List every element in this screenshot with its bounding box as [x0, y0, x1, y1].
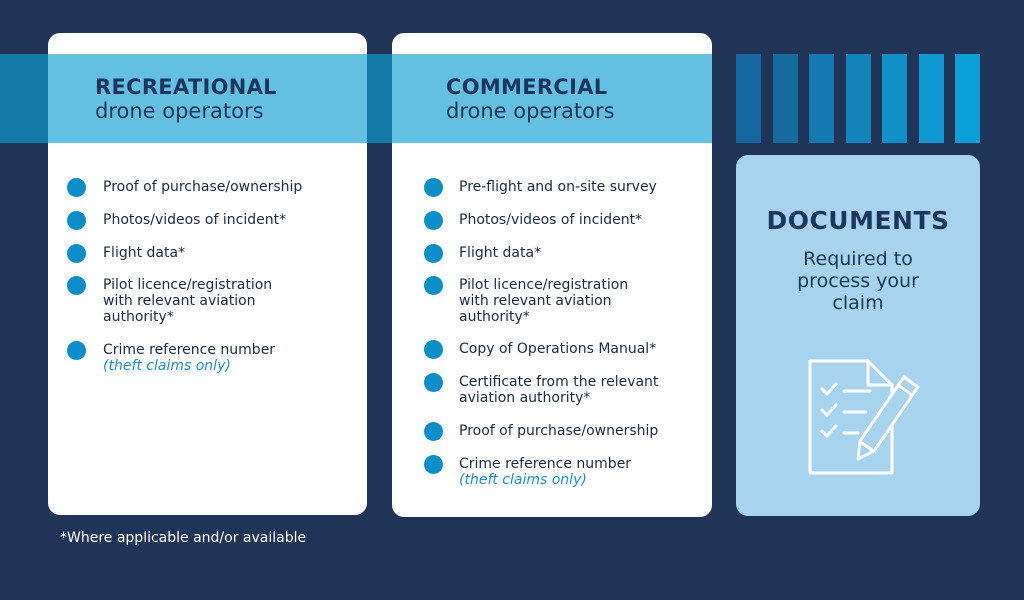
list-item-text: Copy of Operations Manual* — [459, 341, 657, 357]
list-item: Photos/videos of incident* — [103, 212, 286, 228]
documents-title: DOCUMENTS — [766, 206, 950, 235]
recreational-title-bold: RECREATIONAL — [95, 75, 277, 99]
bullet-dot — [424, 455, 443, 474]
decorative-bar — [918, 54, 944, 143]
commercial-card-header — [392, 54, 712, 143]
decorative-bar — [882, 54, 907, 143]
recreational-title-rest: drone operators — [95, 99, 264, 123]
bullet-dot — [424, 178, 443, 197]
list-item-text: Pre-flight and on-site survey — [459, 179, 657, 195]
decorative-bar — [736, 54, 761, 143]
commercial-card: COMMERCIAL drone operators Pre-flight an… — [392, 33, 712, 517]
commercial-card-title: COMMERCIAL drone operators — [446, 75, 615, 123]
list-item: Photos/videos of incident* — [459, 212, 642, 228]
list-item-text: with relevant aviation — [459, 293, 612, 309]
recreational-card: RECREATIONAL drone operators Proof of pu… — [48, 33, 367, 515]
list-item-text: Flight data* — [103, 245, 186, 261]
footnote: *Where applicable and/or available — [60, 530, 307, 546]
list-item-text: with relevant aviation — [103, 293, 256, 309]
list-item-note: (theft claims only) — [103, 358, 231, 374]
recreational-card-header — [48, 54, 367, 143]
bullet-dot — [67, 211, 86, 230]
list-item: Proof of purchase/ownership — [459, 423, 658, 439]
list-item: Crime reference number(theft claims only… — [459, 456, 631, 488]
list-item-text: Crime reference number — [459, 456, 632, 472]
decorative-bar — [809, 54, 834, 143]
list-item-text: Certificate from the relevant — [459, 374, 659, 390]
list-item: Flight data* — [459, 245, 541, 261]
documents-subtitle-line: Required to — [803, 248, 913, 270]
list-item-text: Proof of purchase/ownership — [459, 423, 659, 439]
bullet-dot — [424, 211, 443, 230]
commercial-title-bold: COMMERCIAL — [446, 75, 608, 99]
list-item: Copy of Operations Manual* — [459, 341, 656, 357]
list-item: Pre-flight and on-site survey — [459, 179, 657, 195]
documents-subtitle-line: claim — [832, 292, 884, 314]
bullet-dot — [67, 341, 86, 360]
list-item-text: Pilot licence/registration — [103, 277, 273, 293]
bullet-dot — [424, 244, 443, 263]
decorative-bar — [772, 54, 798, 143]
bullet-dot — [424, 422, 443, 441]
bullet-dot — [424, 340, 443, 359]
bullet-dot — [67, 244, 86, 263]
list-item: Flight data* — [103, 245, 185, 261]
list-item-text: Pilot licence/registration — [459, 277, 629, 293]
list-item-text: Proof of purchase/ownership — [103, 179, 303, 195]
bullet-dot — [67, 178, 86, 197]
decorative-bar — [955, 54, 980, 143]
documents-subtitle-line: process your — [797, 270, 919, 292]
list-item-text: authority* — [103, 309, 174, 325]
bullet-dot — [67, 276, 86, 295]
recreational-card-title: RECREATIONAL drone operators — [95, 75, 277, 123]
list-item-text: Photos/videos of incident* — [459, 212, 643, 228]
list-item-text: Flight data* — [459, 245, 542, 261]
bullet-dot — [424, 276, 443, 295]
list-item-text: Photos/videos of incident* — [103, 212, 287, 228]
checklist-document-pen-icon — [808, 359, 920, 475]
list-item: Proof of purchase/ownership — [103, 179, 302, 195]
list-item-text: aviation authority* — [459, 390, 591, 406]
list-item-text: Crime reference number — [103, 342, 276, 358]
list-item: Crime reference number(theft claims only… — [103, 342, 275, 374]
bullet-dot — [424, 373, 443, 392]
commercial-title-rest: drone operators — [446, 99, 615, 123]
list-item-note: (theft claims only) — [459, 472, 587, 488]
decorative-bar — [845, 54, 871, 143]
list-item-text: authority* — [459, 309, 530, 325]
